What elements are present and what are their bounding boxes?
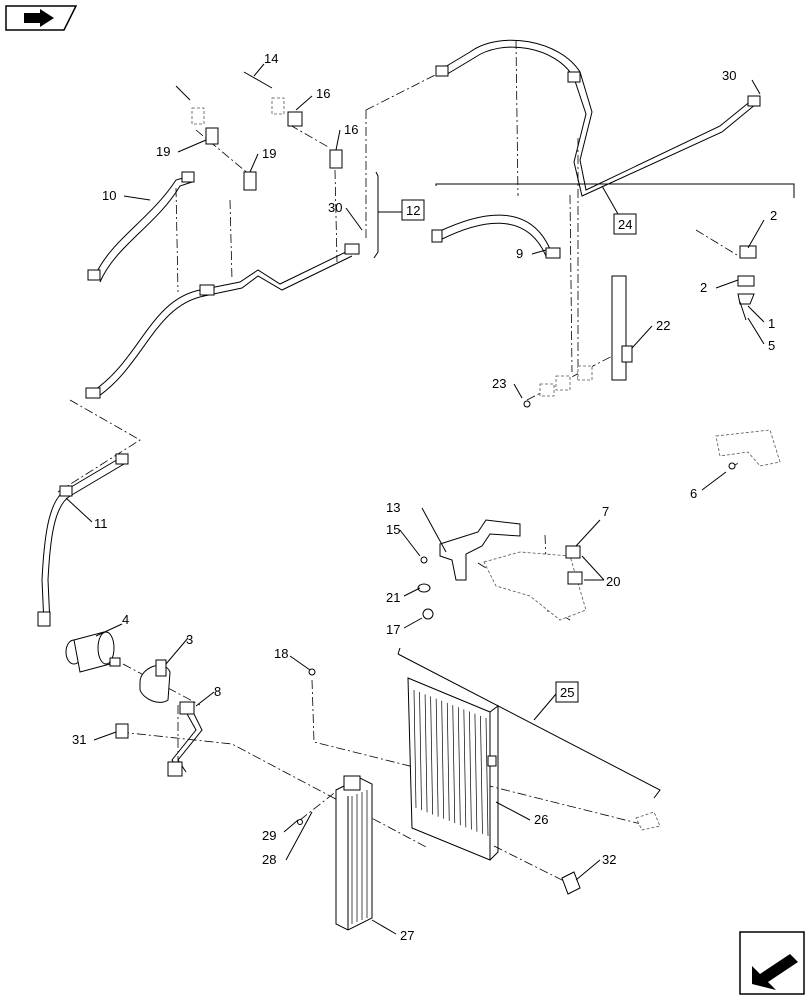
leader-lines bbox=[57, 39, 743, 883]
cooler-27 bbox=[335, 775, 373, 931]
bracket-13 bbox=[417, 519, 587, 621]
callout-1: 1 bbox=[768, 316, 775, 331]
callout-7: 7 bbox=[602, 504, 609, 519]
bracket-6 bbox=[715, 429, 781, 470]
callout-2: 2 bbox=[770, 208, 777, 223]
callout-2: 2 bbox=[700, 280, 707, 295]
callout-27: 27 bbox=[400, 928, 414, 943]
callout-32: 32 bbox=[602, 852, 616, 867]
callout-12: 12 bbox=[406, 203, 420, 218]
hose-24-line bbox=[435, 39, 761, 197]
bracket-32 bbox=[561, 871, 581, 895]
callout-box-25 bbox=[555, 681, 579, 703]
callout-15: 15 bbox=[386, 522, 400, 537]
callout-box-12 bbox=[401, 199, 425, 221]
previous-page-icon[interactable] bbox=[5, 5, 78, 31]
hose-8 bbox=[167, 701, 203, 777]
tag-31 bbox=[115, 723, 129, 739]
callout-labels: 30 14 16 16 19 19 10 30 12 24 9 2 2 1 5 … bbox=[72, 51, 777, 943]
clamps-23 bbox=[523, 365, 593, 408]
next-page-icon[interactable] bbox=[739, 931, 805, 995]
callout-26: 26 bbox=[534, 812, 548, 827]
callout-30: 30 bbox=[328, 200, 342, 215]
callout-30: 30 bbox=[722, 68, 736, 83]
callout-19: 19 bbox=[262, 146, 276, 161]
callout-29: 29 bbox=[262, 828, 276, 843]
callout-19: 19 bbox=[156, 144, 170, 159]
callout-3: 3 bbox=[186, 632, 193, 647]
hose-11 bbox=[37, 453, 129, 627]
bracket-25 bbox=[635, 811, 661, 831]
bracket-22 bbox=[611, 275, 633, 381]
radiator-26 bbox=[407, 677, 499, 861]
callout-31: 31 bbox=[72, 732, 86, 747]
callout-28: 28 bbox=[262, 852, 276, 867]
callout-14: 14 bbox=[264, 51, 278, 66]
callout-box-24 bbox=[613, 213, 637, 235]
callout-18: 18 bbox=[274, 646, 288, 661]
callout-16: 16 bbox=[344, 122, 358, 137]
filter-4 bbox=[65, 631, 121, 673]
callout-5: 5 bbox=[768, 338, 775, 353]
group-lines bbox=[373, 171, 795, 799]
callout-21: 21 bbox=[386, 590, 400, 605]
callout-10: 10 bbox=[102, 188, 116, 203]
callout-leaders bbox=[65, 63, 765, 935]
hose-12-line bbox=[85, 243, 360, 399]
callout-16: 16 bbox=[316, 86, 330, 101]
callout-9: 9 bbox=[516, 246, 523, 261]
clips-2-1-5 bbox=[737, 245, 757, 321]
clamp-3 bbox=[139, 659, 171, 703]
callout-13: 13 bbox=[386, 500, 400, 515]
callout-23: 23 bbox=[492, 376, 506, 391]
callout-6: 6 bbox=[690, 486, 697, 501]
callout-22: 22 bbox=[656, 318, 670, 333]
callout-4: 4 bbox=[122, 612, 129, 627]
callout-8: 8 bbox=[214, 684, 221, 699]
callout-25: 25 bbox=[560, 685, 574, 700]
hose-10 bbox=[87, 171, 195, 283]
callout-24: 24 bbox=[618, 217, 632, 232]
hose-9 bbox=[431, 214, 561, 259]
callout-11: 11 bbox=[94, 516, 108, 531]
clips-19-16 bbox=[175, 71, 343, 191]
callout-17: 17 bbox=[386, 622, 400, 637]
callout-20: 20 bbox=[606, 574, 620, 589]
